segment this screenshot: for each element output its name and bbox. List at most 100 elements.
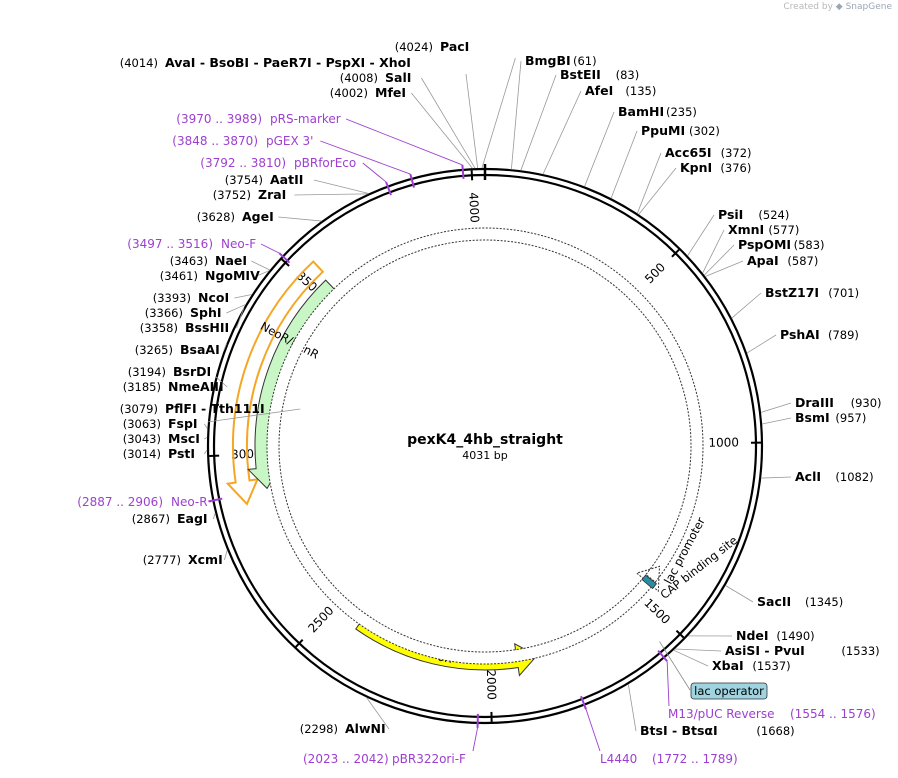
- site-label: BstZ17I(701): [765, 285, 859, 300]
- site-name: PstI: [168, 446, 195, 461]
- site-name: AclI: [795, 469, 821, 484]
- tick-label: 1000: [708, 435, 739, 449]
- tick-mark: [671, 248, 680, 258]
- primer-mark: [409, 173, 415, 188]
- site-position: (3393): [153, 291, 191, 305]
- primer-name: pBR322ori-F: [392, 752, 466, 766]
- primer-name: L4440: [600, 752, 637, 766]
- site-name: Acc65I: [665, 145, 712, 160]
- site-position: (3461): [160, 269, 198, 283]
- site-name: AlwNI: [345, 721, 386, 736]
- site-position: (2298): [300, 722, 338, 736]
- site-position: (3014): [123, 447, 161, 461]
- site-position: (3463): [170, 254, 208, 268]
- site-leader-line: [204, 449, 208, 455]
- site-leader-line: [746, 334, 777, 354]
- site-leader-line: [762, 417, 792, 425]
- site-position: (1533): [841, 644, 879, 658]
- site-label: PspOMI(583): [738, 237, 825, 252]
- site-name: AvaI - BsoBI - PaeR7I - PspXI - XhoI: [165, 55, 411, 70]
- site-name: AatII: [270, 172, 303, 187]
- site-leader-line: [674, 648, 722, 652]
- site-leader-line: [731, 292, 762, 319]
- site-name: BsmI: [795, 410, 830, 425]
- site-leader-line: [294, 193, 368, 196]
- primer-range: (3792 .. 3810): [200, 156, 286, 170]
- site-leader-line: [204, 437, 208, 440]
- site-label: ZraI(3752): [213, 187, 287, 202]
- site-position: (583): [794, 238, 825, 252]
- site-name: NdeI: [736, 628, 769, 643]
- primer-label: Neo-F (3497 .. 3516): [127, 237, 256, 251]
- site-label: AgeI(3628): [197, 209, 274, 224]
- site-position: (83): [616, 68, 640, 82]
- primer-leader-line: [472, 727, 478, 752]
- primer-range: (3970 .. 3989): [176, 112, 262, 126]
- primer-leader-line: [320, 140, 411, 175]
- site-label: ApaI(587): [747, 253, 818, 268]
- site-leader-line: [705, 260, 744, 277]
- primer-name: pGEX 3': [266, 134, 313, 148]
- site-leader-line: [702, 229, 725, 274]
- site-name: PacI: [440, 39, 469, 54]
- site-name: PshAI: [780, 327, 820, 342]
- primer-name: M13/pUC Reverse: [668, 707, 775, 721]
- site-position: (235): [666, 105, 697, 119]
- site-position: (1082): [835, 470, 873, 484]
- site-position: (3079): [120, 402, 158, 416]
- primer-name: Neo-R: [171, 495, 208, 509]
- site-name: BsaAI: [180, 342, 220, 357]
- site-leader-lines: [204, 57, 792, 752]
- site-leader-line: [510, 60, 522, 170]
- lac-operator-box: [690, 682, 768, 700]
- site-position: (3265): [135, 343, 173, 357]
- site-label: NmeAIII(3185): [123, 379, 224, 394]
- feature-label: lac operator: [694, 684, 764, 698]
- site-label: AlwNI (2298): [300, 721, 386, 736]
- site-name: BssHII: [185, 320, 229, 335]
- site-position: (61): [573, 54, 597, 68]
- site-name: PspOMI: [738, 237, 791, 252]
- primer-mark: [657, 649, 668, 662]
- site-position: (3754): [225, 173, 263, 187]
- primer-range: (3848 .. 3870): [172, 134, 258, 148]
- site-position: (3043): [123, 432, 161, 446]
- tick-mark: [675, 629, 685, 639]
- site-leader-line: [207, 408, 301, 423]
- site-name: NgoMIV: [205, 268, 260, 283]
- site-position: (4002): [330, 86, 368, 100]
- feature-box-cap: [641, 574, 658, 590]
- site-position: (577): [768, 223, 799, 237]
- site-name: NcoI: [198, 290, 229, 305]
- primer-leader-line: [585, 709, 601, 752]
- site-label: SphI(3366): [145, 305, 222, 320]
- site-leader-line: [760, 402, 792, 413]
- site-position: (3185): [123, 380, 161, 394]
- tick-mark: [281, 258, 290, 267]
- primer-name: pRS-marker: [270, 112, 341, 126]
- site-label: PpuMI(302): [641, 123, 720, 138]
- site-leader-line: [236, 307, 245, 329]
- site-leader-line: [703, 244, 735, 276]
- primer-label: Neo-R(2887 .. 2906): [77, 495, 207, 509]
- site-label: BssHII(3358): [140, 320, 229, 335]
- primer-range: (3497 .. 3516): [127, 237, 213, 251]
- site-label: NdeI(1490): [736, 628, 815, 643]
- site-name: BamHI: [618, 104, 664, 119]
- plasmid-length: 4031 bp: [462, 449, 507, 462]
- site-label: AclI (1082): [795, 469, 874, 484]
- site-position: (3063): [123, 417, 161, 431]
- site-name: MscI: [168, 431, 200, 446]
- site-leader-line: [411, 92, 473, 169]
- tick-label: 1500: [641, 596, 673, 627]
- labels: PacI(4024)AvaI - BsoBI - PaeR7I - PspXI …: [77, 39, 881, 766]
- site-name: BsrDI: [173, 364, 211, 379]
- primer-range: (1772 .. 1789): [652, 752, 738, 766]
- primer-mark: [461, 164, 465, 179]
- tick-label: 2500: [305, 604, 336, 636]
- site-leader-line: [234, 294, 252, 299]
- site-name: PsiI: [718, 207, 743, 222]
- site-name: PflFI - Tth111I: [165, 401, 265, 416]
- credit-text: Created by ◆ SnapGene: [783, 2, 892, 12]
- primer-name: Neo-F: [221, 237, 256, 251]
